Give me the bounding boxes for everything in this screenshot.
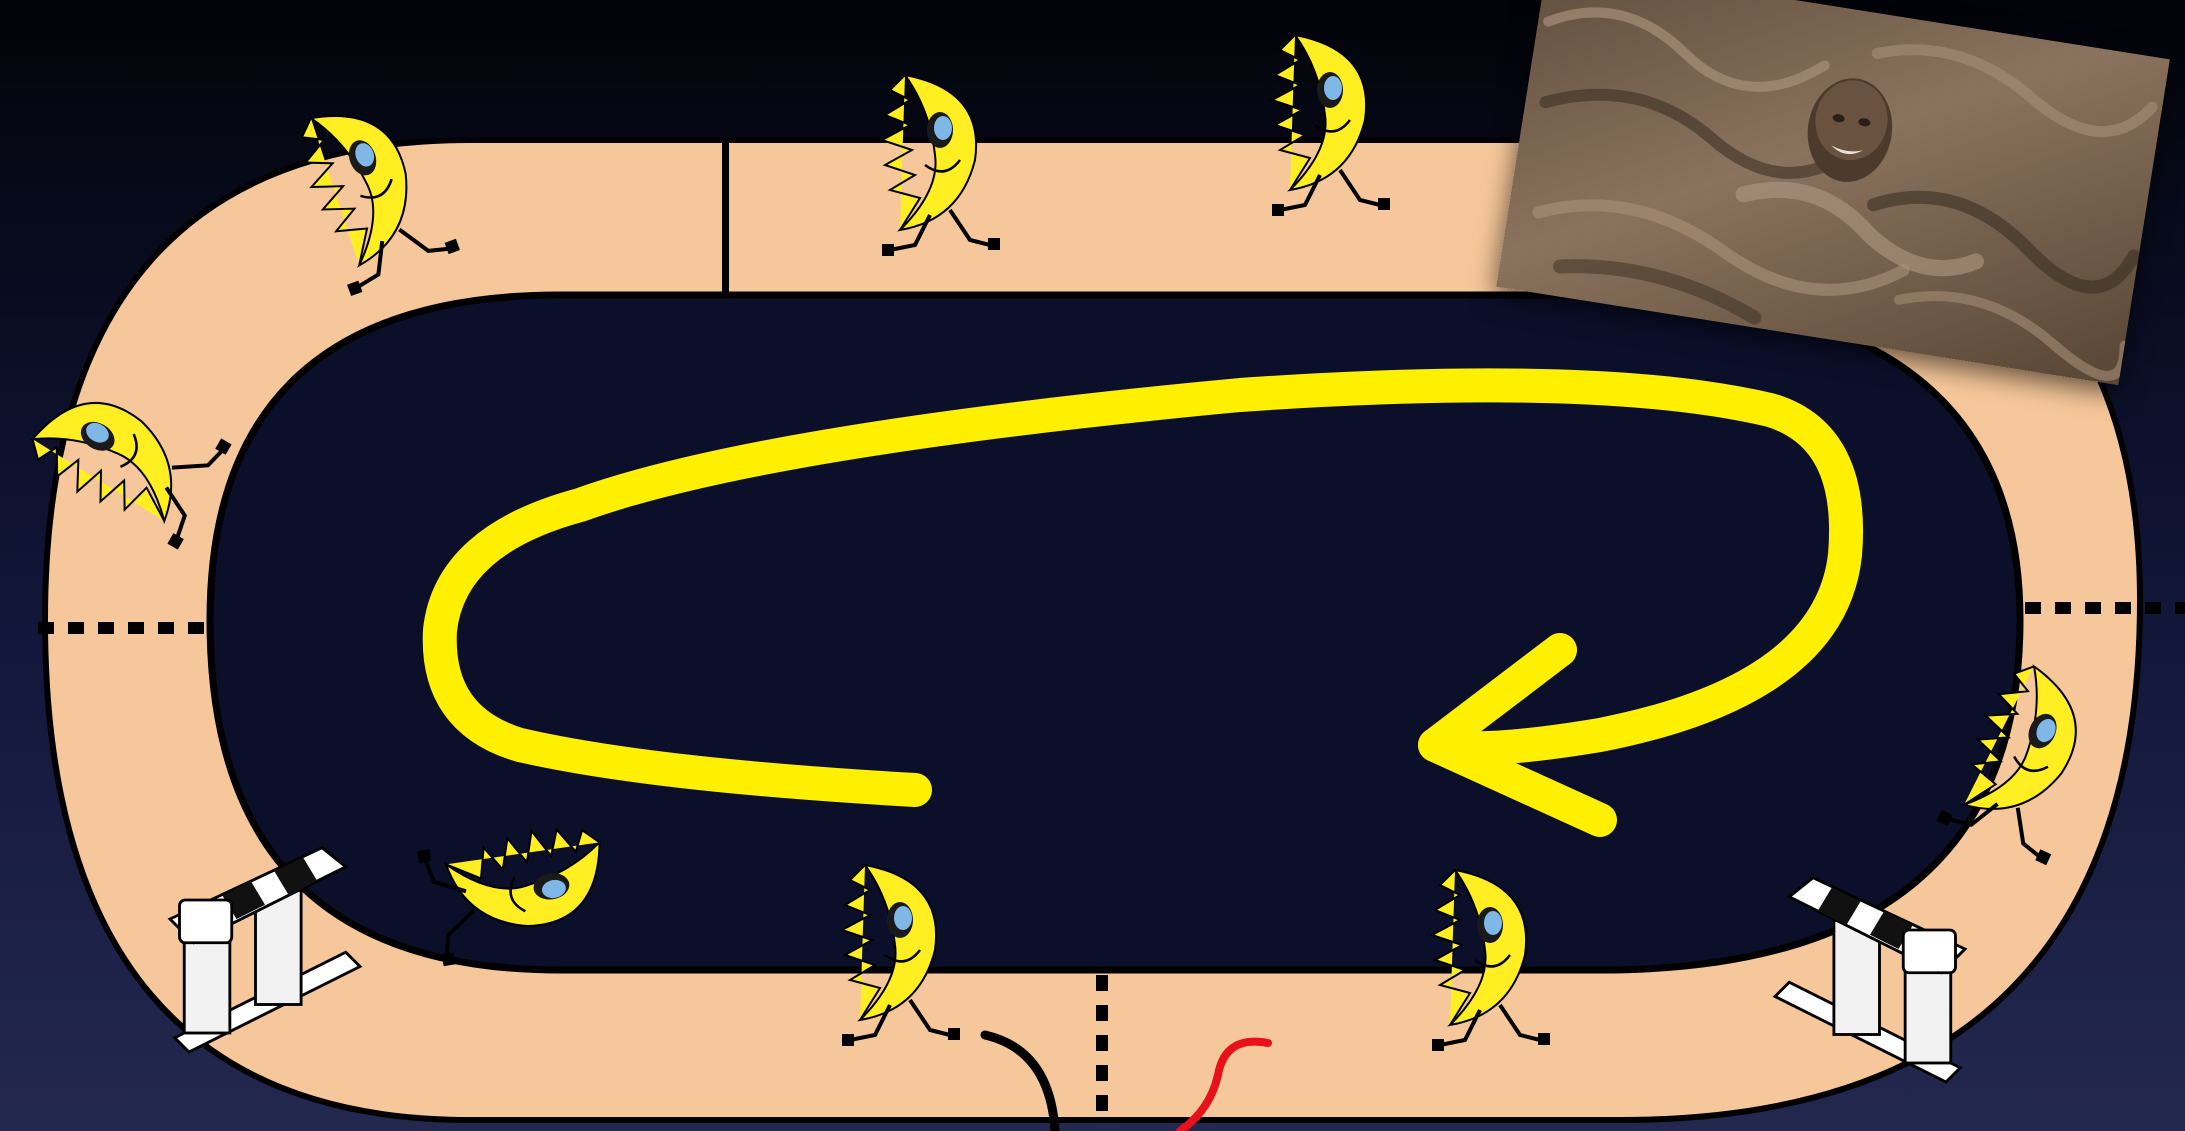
top-lane-divider (722, 142, 729, 294)
